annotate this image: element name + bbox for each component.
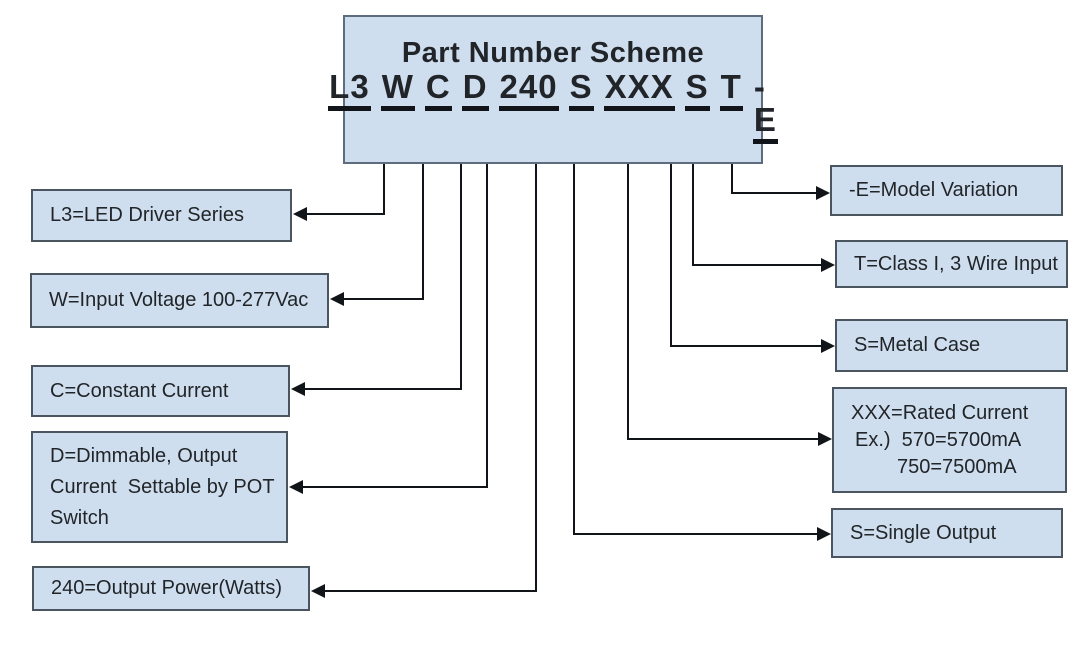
box-label: -E=Model Variation (849, 179, 1019, 201)
arrow-left-icon (311, 584, 325, 598)
box-label: 240=Output Power(Watts) (51, 577, 283, 599)
part-token-e: -E (752, 70, 778, 144)
box-label: S=Metal Case (854, 334, 981, 356)
part-token-xxx: XXX (603, 70, 675, 111)
diagram-title: Part Number Scheme (401, 37, 705, 69)
arrow-right-icon (821, 339, 835, 353)
arrow-left-icon (291, 382, 305, 396)
box-label: S=Single Output (850, 521, 997, 544)
box-model-variation: -E=Model Variation (830, 165, 1063, 216)
part-number: L3 W C D 240 S XXX S T -E (328, 70, 778, 144)
box-label: C=Constant Current (50, 379, 229, 402)
box-metal-case: S=Metal Case (835, 319, 1068, 372)
box-label-line: Switch (50, 506, 109, 529)
box-led-driver-series: L3=LED Driver Series (31, 189, 292, 242)
box-single-output: S=Single Output (831, 508, 1063, 558)
box-label-line: D=Dimmable, Output (50, 444, 238, 467)
part-token-s1: S (568, 70, 594, 111)
box-label-line: Ex.) 570=5700mA (855, 428, 1022, 451)
part-token-w: W (380, 70, 415, 111)
box-label: W=Input Voltage 100-277Vac (49, 289, 309, 311)
part-token-d: D (461, 70, 489, 111)
main-part-number-box: Part Number Scheme L3 W C D 240 S XXX S … (328, 15, 778, 164)
box-label-line: XXX=Rated Current (851, 401, 1029, 424)
part-token-c: C (424, 70, 452, 111)
part-token-t: T (719, 70, 743, 111)
arrow-left-icon (330, 292, 344, 306)
arrow-right-icon (821, 258, 835, 272)
box-label-line: Current Settable by POT (50, 475, 275, 498)
box-class-wire-input: T=Class I, 3 Wire Input (835, 240, 1068, 288)
box-constant-current: C=Constant Current (31, 365, 290, 417)
arrow-left-icon (293, 207, 307, 221)
arrow-right-icon (817, 527, 831, 541)
box-rated-current: XXX=Rated Current Ex.) 570=5700mA 750=75… (832, 387, 1067, 493)
box-label: L3=LED Driver Series (50, 204, 244, 226)
box-output-power: 240=Output Power(Watts) (32, 566, 310, 611)
box-label-line: 750=7500mA (897, 455, 1017, 478)
arrow-right-icon (818, 432, 832, 446)
box-label: T=Class I, 3 Wire Input (854, 252, 1058, 275)
arrow-left-icon (289, 480, 303, 494)
box-dimmable: D=Dimmable, Output Current Settable by P… (31, 431, 288, 543)
arrow-right-icon (816, 186, 830, 200)
part-token-s2: S (684, 70, 710, 111)
part-token-l3: L3 (328, 70, 371, 111)
box-input-voltage: W=Input Voltage 100-277Vac (30, 273, 329, 328)
part-token-240: 240 (498, 70, 559, 111)
